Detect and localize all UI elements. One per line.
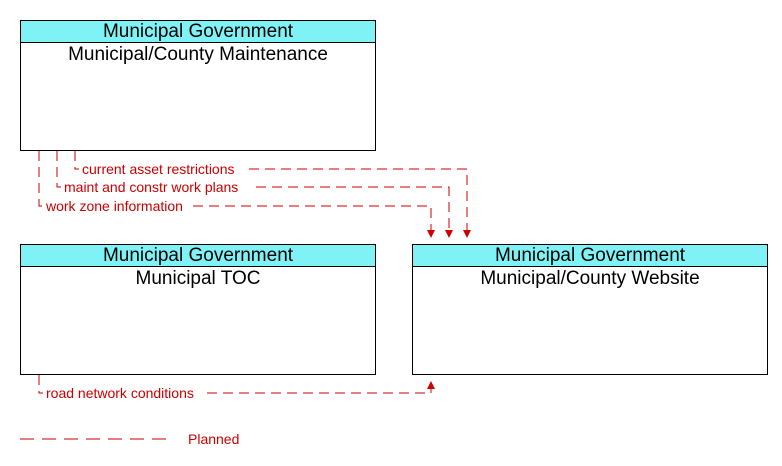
flow-label-maint-and-constr-work-plans: maint and constr work plans xyxy=(64,179,238,195)
flow-work-zone-information: work zone information xyxy=(38,151,431,237)
flow-label-work-zone-information: work zone information xyxy=(45,198,183,214)
element-municipal-toc: Municipal Government Municipal TOC xyxy=(20,244,376,375)
legend: Planned xyxy=(20,431,239,447)
legend-planned-label: Planned xyxy=(188,431,239,447)
element-group-label: Municipal Government xyxy=(413,245,767,267)
element-name: Municipal/County Website xyxy=(480,268,700,289)
flow-maint-and-constr-work-plans: maint and constr work plans xyxy=(56,151,449,237)
element-municipal-county-maintenance: Municipal Government Municipal/County Ma… xyxy=(20,20,376,151)
element-name: Municipal/County Maintenance xyxy=(68,44,328,65)
flow-label-road-network-conditions: road network conditions xyxy=(46,385,194,401)
element-group-label: Municipal Government xyxy=(21,245,375,267)
element-name: Municipal TOC xyxy=(135,268,261,289)
element-group-label: Municipal Government xyxy=(21,21,375,43)
flow-label-current-asset-restrictions: current asset restrictions xyxy=(82,161,235,177)
flow-road-network-conditions: road network conditions xyxy=(38,375,431,401)
flow-current-asset-restrictions: current asset restrictions xyxy=(74,151,467,237)
element-municipal-county-website: Municipal Government Municipal/County We… xyxy=(412,244,768,375)
